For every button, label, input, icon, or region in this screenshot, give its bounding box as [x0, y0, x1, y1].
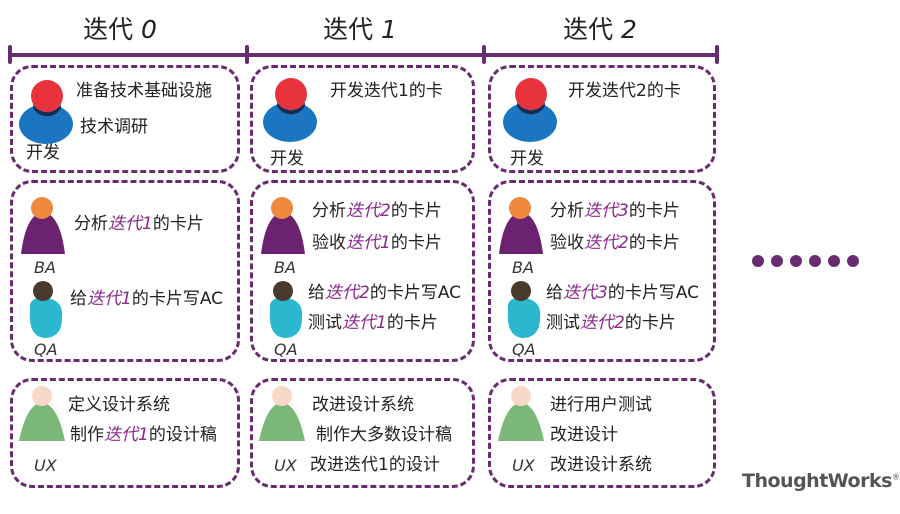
ba-task-line: 分析迭代3的卡片: [550, 201, 680, 221]
ux-avatar-icon: [19, 386, 65, 441]
timeline-tick: [245, 45, 249, 64]
qa-role-label: QA: [512, 340, 536, 359]
timeline-tick: [715, 45, 719, 64]
qa-avatar-icon: [507, 281, 541, 338]
ux-role-label: UX: [512, 456, 535, 475]
ux-role-label: UX: [274, 456, 297, 475]
timeline-tick: [482, 45, 486, 64]
timeline-bar: [10, 53, 718, 57]
qa-task-line: 测试迭代2的卡片: [546, 313, 676, 333]
ba-task-line: 分析迭代2的卡片: [312, 201, 442, 221]
iteration-column-1: 迭代 1 开发迭代1的卡 开发 BA 分析迭代2的卡片 验收迭代1的卡片 QA …: [240, 0, 480, 514]
developer-avatar-icon: [19, 80, 73, 144]
dev-box: [250, 65, 475, 173]
ba-qa-box: [10, 180, 240, 362]
ba-qa-box: [488, 180, 716, 362]
timeline-tick: [8, 45, 12, 64]
ba-role-label: BA: [512, 258, 534, 277]
iteration-title: 迭代 0: [83, 15, 157, 44]
qa-task-line: 给迭代1的卡片写AC: [70, 289, 224, 309]
ellipsis-dot: [828, 255, 840, 267]
ux-task-line: 改进设计系统: [550, 455, 652, 475]
ux-task-line: 制作大多数设计稿: [316, 425, 452, 445]
ellipsis-dot: [790, 255, 802, 267]
dev-box: [488, 65, 716, 173]
ba-task-line: 验收迭代2的卡片: [550, 233, 680, 253]
ux-task-line: 制作迭代1的设计稿: [70, 425, 217, 445]
ba-qa-box: [250, 180, 475, 362]
ux-box: [10, 378, 240, 488]
dev-role-label: 开发: [510, 149, 544, 169]
ux-task-line: 改进设计: [550, 425, 618, 445]
dev-task-line: 开发迭代1的卡: [330, 81, 443, 101]
developer-avatar-icon: [263, 78, 317, 142]
dev-task-line: 技术调研: [80, 117, 148, 137]
ux-task-line: 改进迭代1的设计: [310, 455, 440, 475]
ux-avatar-icon: [259, 386, 305, 441]
qa-role-label: QA: [274, 340, 298, 359]
dev-task-line: 准备技术基础设施: [76, 81, 212, 101]
ba-role-label: BA: [274, 258, 296, 277]
qa-role-label: QA: [34, 340, 58, 359]
developer-avatar-icon: [503, 78, 557, 142]
ux-avatar-icon: [498, 386, 544, 441]
ellipsis-dot: [771, 255, 783, 267]
ba-task-line: 验收迭代1的卡片: [312, 233, 442, 253]
qa-task-line: 给迭代3的卡片写AC: [546, 283, 700, 303]
qa-avatar-icon: [269, 281, 303, 338]
ux-role-label: UX: [34, 456, 57, 475]
ba-role-label: BA: [34, 258, 56, 277]
iteration-title: 迭代 1: [323, 15, 397, 44]
dev-role-label: 开发: [270, 149, 304, 169]
ellipsis-dot: [847, 255, 859, 267]
ux-box: [250, 378, 475, 488]
iteration-column-0: 迭代 0 准备技术基础设施 技术调研 开发 BA 分析迭代1的卡片 QA 给迭代…: [0, 0, 240, 514]
thoughtworks-logo: ThoughtWorks®: [742, 470, 900, 492]
ux-task-line: 进行用户测试: [550, 395, 652, 415]
qa-task-line: 测试迭代1的卡片: [308, 313, 438, 333]
ba-task-line: 分析迭代1的卡片: [74, 214, 204, 234]
ellipsis-dot: [752, 255, 764, 267]
iteration-title: 迭代 2: [563, 15, 637, 44]
ba-avatar-icon: [261, 197, 305, 254]
dev-box: [10, 65, 240, 173]
dev-role-label: 开发: [26, 143, 60, 163]
ux-task-line: 改进设计系统: [312, 395, 414, 415]
iteration-column-2: 迭代 2 开发迭代2的卡 开发 BA 分析迭代3的卡片 验收迭代2的卡片 QA …: [480, 0, 720, 514]
ellipsis-dot: [809, 255, 821, 267]
qa-task-line: 给迭代2的卡片写AC: [308, 283, 462, 303]
ba-avatar-icon: [21, 197, 65, 254]
dev-task-line: 开发迭代2的卡: [568, 81, 681, 101]
ux-task-line: 定义设计系统: [68, 395, 170, 415]
ux-box: [488, 378, 716, 488]
ba-avatar-icon: [499, 197, 543, 254]
qa-avatar-icon: [29, 281, 63, 338]
